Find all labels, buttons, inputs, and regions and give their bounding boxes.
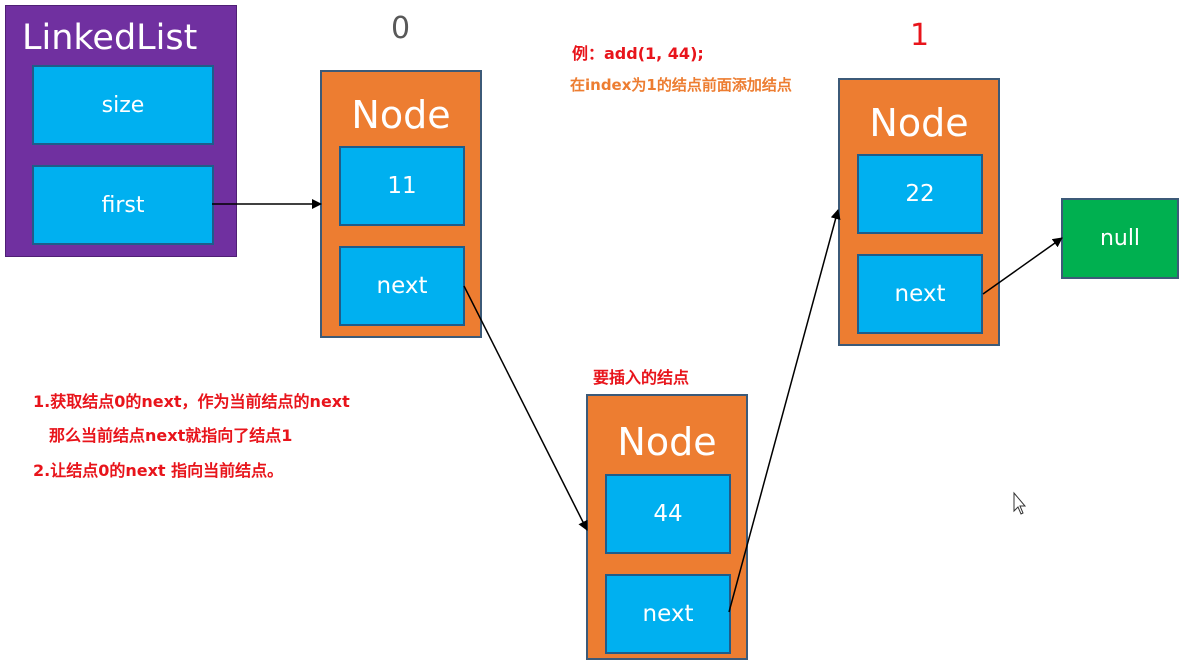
node-0-value-field: 11	[339, 146, 465, 226]
new-node-value-field: 44	[605, 474, 731, 554]
node-0-title: Node	[351, 93, 451, 137]
new-node-next-to-node1-arrow	[728, 209, 841, 613]
linked-list-title: LinkedList	[22, 18, 198, 58]
node-1-title: Node	[869, 101, 969, 145]
first-field: first	[32, 165, 214, 245]
step-2-text: 2.让结点0的next 指向当前结点。	[33, 461, 284, 480]
step-1-continued-text: 那么当前结点next就指向了结点1	[49, 426, 293, 445]
new-node-title: Node	[617, 420, 717, 464]
node-0: Node 11 next	[320, 70, 482, 338]
step-1-text: 1.获取结点0的next，作为当前结点的next	[33, 392, 350, 411]
node1-index-label: 1	[910, 18, 930, 53]
size-field: size	[32, 65, 214, 145]
new-node-next-field: next	[605, 574, 731, 654]
mouse-cursor-icon	[1013, 491, 1027, 515]
example-call-text: 例：add(1, 44);	[572, 44, 704, 63]
new-node-caption: 要插入的结点	[593, 368, 690, 387]
example-description-text: 在index为1的结点前面添加结点	[570, 76, 792, 94]
node0-index-label: 0	[391, 11, 411, 46]
node-1-next-field: next	[857, 254, 983, 334]
node-1-value-field: 22	[857, 154, 983, 234]
node0-next-to-new-node-arrow	[463, 285, 588, 531]
linked-list-box: LinkedList size first	[5, 5, 237, 257]
node1-next-to-null-arrow	[982, 237, 1063, 295]
node-1: Node 22 next	[838, 78, 1000, 346]
new-node: Node 44 next	[586, 394, 748, 660]
